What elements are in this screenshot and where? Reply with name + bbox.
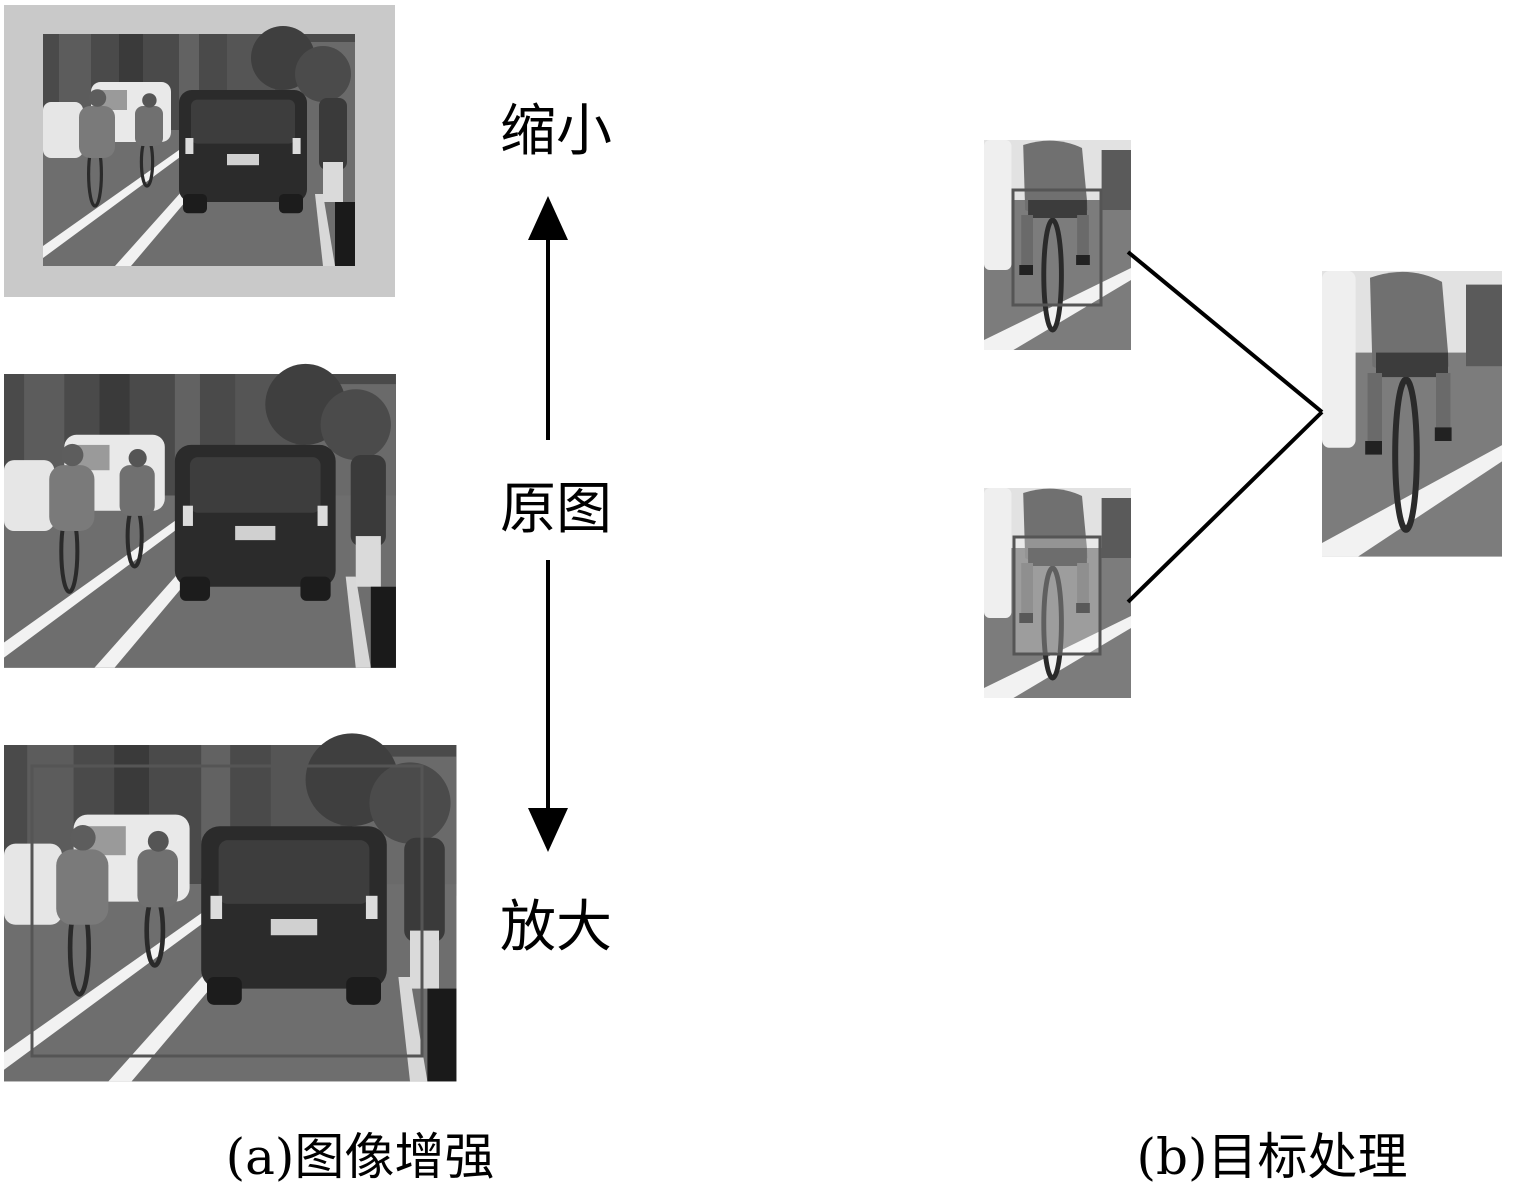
label-shrink: 缩小 — [500, 99, 612, 164]
target-box-top — [1011, 188, 1103, 307]
target-crop-top — [984, 140, 1131, 350]
arrow-down — [528, 560, 568, 852]
original-image — [4, 364, 396, 668]
target-crop-bottom — [984, 488, 1131, 698]
enlarged-image — [4, 733, 456, 1081]
target-box-bottom — [1012, 535, 1102, 656]
caption-a: (a)图像增强 — [225, 1128, 495, 1186]
target-result — [1322, 271, 1502, 557]
caption-b: (b)目标处理 — [1136, 1128, 1408, 1186]
crop-box — [30, 764, 424, 1058]
connector-lines — [1126, 250, 1324, 604]
arrow-up — [528, 196, 568, 440]
label-original: 原图 — [500, 477, 612, 542]
label-enlarge: 放大 — [500, 895, 612, 960]
shrunk-image — [4, 5, 395, 297]
